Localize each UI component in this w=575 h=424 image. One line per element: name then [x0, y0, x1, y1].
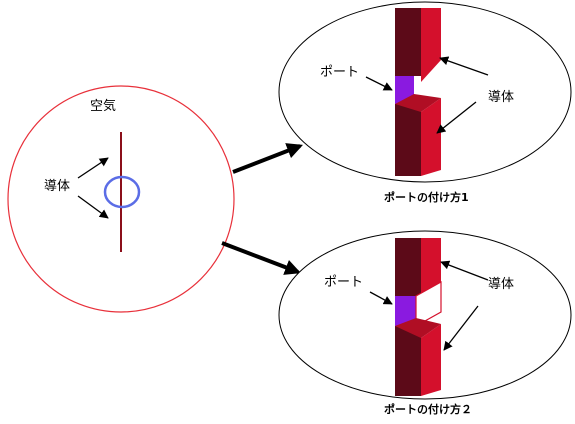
conductor-label-bottom: 導体 — [488, 277, 515, 292]
conductor-arrow-upper — [77, 157, 109, 179]
conductor-arrow-bottom-1 — [440, 260, 489, 281]
conductor-upper-front-2 — [421, 238, 441, 296]
conductor-arrow-bottom-2 — [443, 305, 479, 351]
transition-arrow-top — [232, 143, 303, 174]
conductor-arrow-top-2 — [436, 101, 477, 134]
port-label-top: ポート — [320, 65, 360, 80]
conductor-upper-back-2 — [395, 238, 421, 296]
conductor-label-left: 導体 — [44, 179, 71, 194]
port-block-bottom — [395, 296, 416, 326]
air-label: 空気 — [90, 99, 117, 114]
conductor-lower-back — [395, 104, 421, 176]
port-label-bottom: ポート — [324, 275, 364, 290]
zoom-ellipse-top — [278, 1, 572, 183]
conductor-upper-back — [395, 8, 421, 76]
conductor-lower-front-2 — [421, 324, 441, 396]
conductor-lower-front — [421, 98, 441, 176]
conductor-label-top: 導体 — [488, 90, 515, 105]
conductor-lower-top — [395, 94, 441, 112]
port-outline-bottom — [415, 280, 442, 328]
port-arrow-top — [365, 76, 393, 91]
transition-arrow-bottom — [221, 241, 301, 275]
port-arrow-bottom — [369, 291, 393, 305]
conductor-arrow-lower — [77, 195, 109, 219]
conductor-arrow-top-1 — [439, 56, 489, 76]
conductor-upper-front — [421, 8, 441, 82]
conductor-lower-top-2 — [395, 318, 441, 338]
conductor-lower-back-2 — [395, 326, 421, 396]
port-ring — [103, 175, 141, 209]
caption-top: ポートの付け方1 — [384, 191, 469, 204]
caption-bottom: ポートの付け方２ — [384, 403, 472, 416]
